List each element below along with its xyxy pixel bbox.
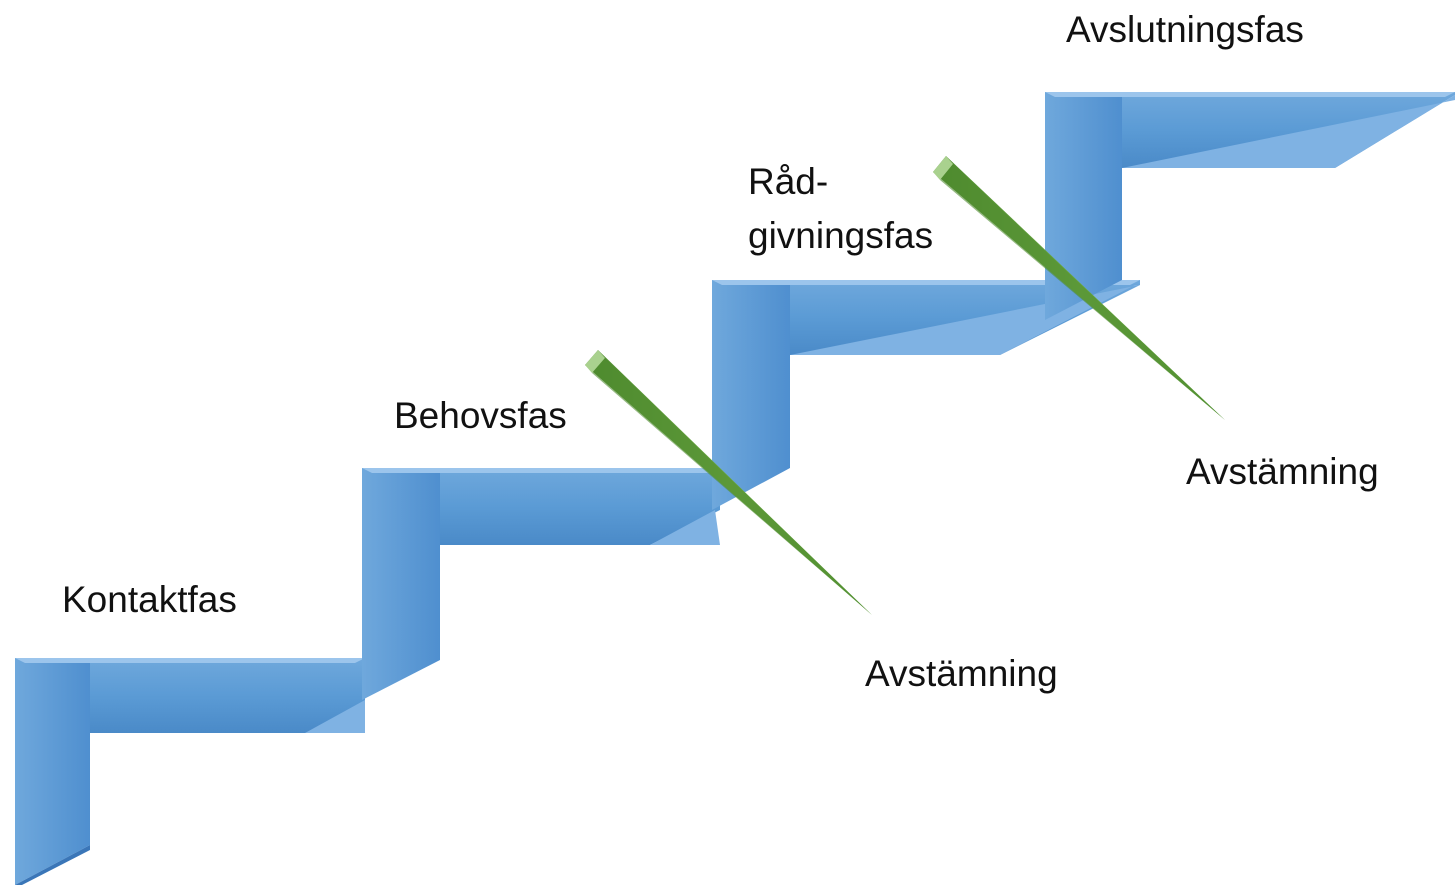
phase-label-radgivningsfas-line2: givningsfas (748, 215, 934, 256)
checkpoint-label-2: Avstämning (1186, 451, 1379, 492)
checkpoint-arrow-2 (933, 156, 1225, 420)
phase-label-behovsfas: Behovsfas (394, 395, 567, 436)
checkpoint-label-1: Avstämning (865, 653, 1058, 694)
phase-label-radgivningsfas-line1: Råd- (748, 161, 829, 202)
phase-label-kontaktfas: Kontaktfas (62, 579, 237, 620)
stair-step-1 (15, 658, 365, 885)
checkpoint-arrow-1 (585, 350, 872, 615)
stair-step-3 (712, 280, 1140, 510)
stair-step-2 (362, 468, 720, 700)
phase-label-avslutningsfas: Avslutningsfas (1066, 9, 1304, 50)
stair-step-4 (1045, 92, 1455, 320)
